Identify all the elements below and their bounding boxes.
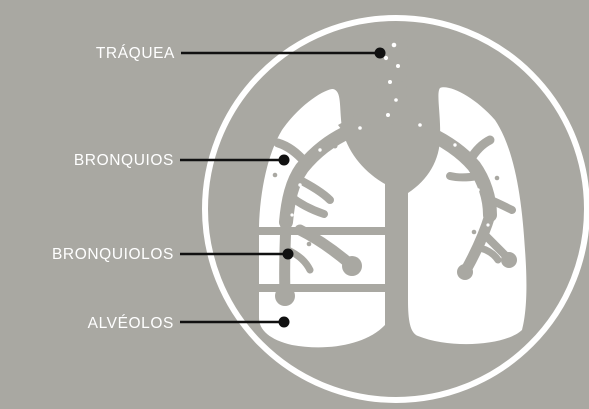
particle [386,113,390,117]
dot [273,173,278,178]
dot [378,70,384,76]
particle [476,188,479,191]
particle [418,123,422,127]
alveolus [275,286,295,306]
label-trachea-dot [375,48,386,59]
particle [394,98,398,102]
dot [333,144,338,149]
particle [358,126,362,130]
particle [290,213,293,216]
alveolus [501,252,517,268]
dot [436,138,441,143]
particle [388,80,392,84]
label-alveoli-dot [279,317,290,328]
dot [399,81,404,86]
particle [384,56,388,60]
particle [486,223,489,226]
particle [392,43,397,48]
label-bronchioles-dot [283,249,294,260]
particle [396,64,400,68]
label-alveoli-text: ALVÉOLOS [88,315,174,332]
label-bronchi-dot [279,155,290,166]
label-trachea-text: TRÁQUEA [96,45,175,62]
dot [472,230,477,235]
particle [453,143,456,146]
dot [495,176,500,181]
label-bronchi-text: BRONQUIOS [74,152,174,169]
particle [318,148,321,151]
label-bronchioles-text: BRONQUIOLOS [52,246,174,263]
dot [307,242,312,247]
alveolus [342,256,362,276]
right-branch-a [450,176,478,178]
particle [298,183,301,186]
alveolus [457,264,473,280]
